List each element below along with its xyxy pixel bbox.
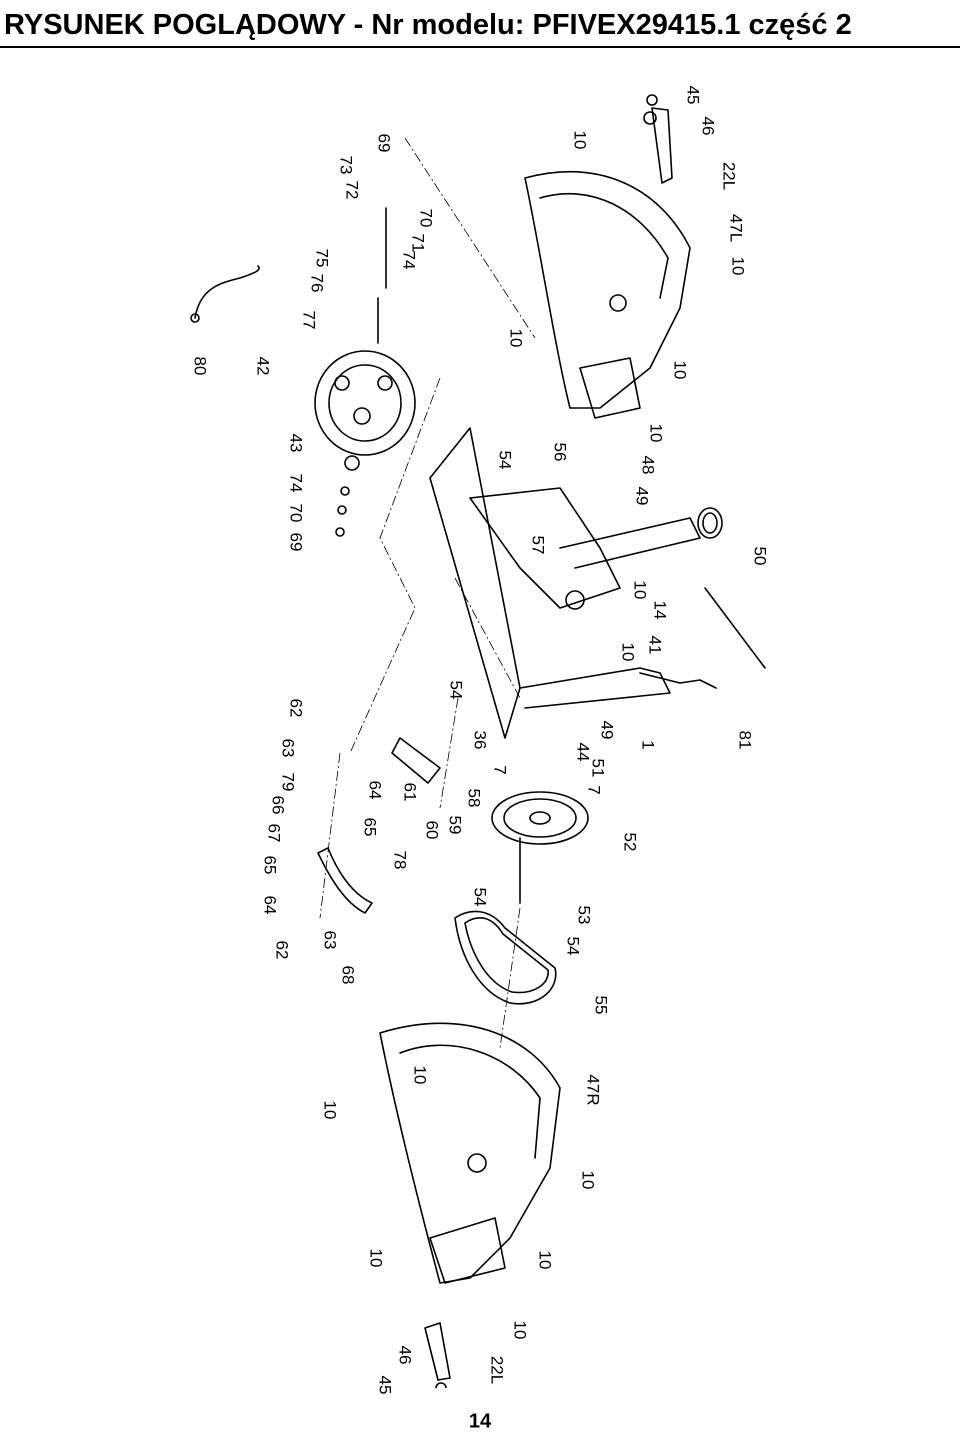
part-label: 64	[365, 780, 385, 800]
part-label: 65	[360, 817, 380, 837]
left-side-cover	[524, 171, 691, 409]
part-label: 60	[422, 820, 442, 840]
part-label: 77	[299, 310, 319, 330]
part-label: 48	[638, 455, 658, 475]
part-label: 10	[618, 642, 638, 662]
part-label: 81	[735, 730, 755, 750]
part-label: 68	[338, 965, 358, 985]
part-label: 45	[683, 85, 703, 105]
part-label: 22L	[487, 1355, 507, 1385]
drive-belt	[454, 910, 557, 1005]
part-label: 64	[260, 895, 280, 915]
part-label: 76	[307, 273, 327, 293]
part-label: 65	[260, 855, 280, 875]
part-label: 10	[410, 1065, 430, 1085]
part-label: 58	[464, 788, 484, 808]
part-label: 62	[272, 940, 292, 960]
part-label: 56	[550, 442, 570, 462]
part-label: 80	[190, 356, 210, 376]
part-label: 14	[650, 600, 670, 620]
part-label: 7	[490, 765, 510, 775]
main-frame	[429, 427, 521, 739]
part-label: 10	[578, 1170, 598, 1190]
part-label: 53	[574, 905, 594, 925]
page-number: 14	[468, 1410, 492, 1433]
part-label: 46	[698, 116, 718, 136]
part-label: 10	[728, 256, 748, 276]
page-title: RYSUNEK POGLĄDOWY - Nr modelu: PFIVEX294…	[4, 9, 852, 41]
part-label: 67	[264, 823, 284, 843]
tension-arm	[317, 847, 373, 914]
part-label: 73	[336, 155, 356, 175]
part-label: 75	[312, 248, 332, 268]
part-label: 41	[645, 635, 665, 655]
part-label: 52	[620, 832, 640, 852]
part-label: 1	[638, 740, 658, 750]
part-label: 10	[510, 1320, 530, 1340]
part-label: 10	[570, 130, 590, 150]
part-label: 49	[597, 720, 617, 740]
part-label: 66	[268, 795, 288, 815]
right-side-cover	[379, 1022, 561, 1284]
part-label: 70	[416, 208, 436, 228]
belt-pulley	[491, 791, 589, 845]
part-label: 55	[591, 995, 611, 1015]
part-label: 79	[278, 772, 298, 792]
title-divider	[0, 46, 960, 48]
part-label: 69	[374, 133, 394, 153]
part-label: 10	[506, 328, 526, 348]
part-label: 10	[320, 1100, 340, 1120]
flywheel	[314, 350, 416, 456]
part-label: 74	[286, 473, 306, 493]
part-label: 63	[278, 738, 298, 758]
part-label: 70	[286, 503, 306, 523]
part-label: 43	[286, 433, 306, 453]
part-label: 10	[646, 423, 666, 443]
part-label: 74	[399, 250, 419, 270]
part-label: 47R	[583, 1074, 603, 1106]
part-label: 42	[253, 356, 273, 376]
part-label: 59	[445, 815, 465, 835]
part-label: 7	[584, 785, 604, 795]
part-label: 54	[470, 887, 490, 907]
part-label: 63	[320, 930, 340, 950]
part-label: 69	[286, 532, 306, 552]
crank-arm-left	[651, 107, 673, 184]
part-label: 62	[286, 698, 306, 718]
part-label: 10	[670, 360, 690, 380]
part-label: 45	[375, 1375, 395, 1395]
part-label: 22L	[719, 161, 739, 191]
part-label: 72	[342, 180, 362, 200]
exploded-view-drawing	[190, 94, 766, 1388]
part-label: 54	[446, 680, 466, 700]
crank-arm-right	[424, 1322, 451, 1381]
part-label: 10	[630, 580, 650, 600]
part-label: 47L	[726, 213, 746, 243]
part-label: 54	[563, 936, 583, 956]
part-label: 61	[400, 782, 420, 802]
part-label: 78	[390, 850, 410, 870]
part-label: 49	[632, 486, 652, 506]
part-label: 10	[366, 1248, 386, 1268]
part-label: 54	[495, 450, 515, 470]
part-label: 46	[395, 1345, 415, 1365]
part-label: 36	[470, 730, 490, 750]
part-label: 10	[535, 1250, 555, 1270]
part-label: 50	[750, 546, 770, 566]
part-label: 57	[528, 535, 548, 555]
sensor-cable	[194, 265, 260, 319]
part-label: 51	[588, 758, 608, 778]
